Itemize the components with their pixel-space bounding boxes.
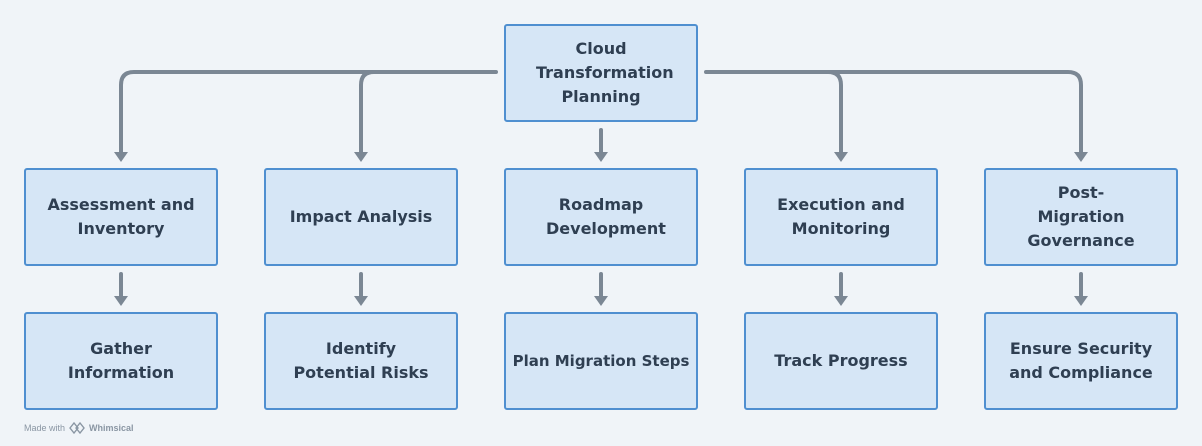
child-node-label: Identify Potential Risks	[293, 339, 429, 382]
branch-node-assessment[interactable]: Assessment and Inventory	[24, 168, 218, 266]
whimsical-logo-icon	[69, 422, 85, 434]
child-node-governance[interactable]: Ensure Security and Compliance	[984, 312, 1178, 410]
arrowhead-roadmap-child	[594, 296, 608, 306]
child-node-execution[interactable]: Track Progress	[744, 312, 938, 410]
child-node-assessment[interactable]: Gather Information	[24, 312, 218, 410]
branch-node-execution[interactable]: Execution and Monitoring	[744, 168, 938, 266]
connector-root-impact	[359, 70, 376, 156]
child-node-roadmap[interactable]: Plan Migration Steps	[504, 312, 698, 410]
branch-node-governance[interactable]: Post-Migration Governance	[984, 168, 1178, 266]
arrowhead-governance-child	[1074, 296, 1088, 306]
child-node-impact[interactable]: Identify Potential Risks	[264, 312, 458, 410]
arrowhead-impact	[354, 152, 368, 162]
child-node-label: Track Progress	[774, 351, 908, 370]
branch-node-roadmap[interactable]: Roadmap Development	[504, 168, 698, 266]
connector-root-execution	[704, 70, 843, 156]
arrowhead-impact-child	[354, 296, 368, 306]
branch-node-label: Execution and Monitoring	[777, 195, 905, 238]
connector-root-assessment	[119, 70, 498, 156]
child-node-label: Ensure Security and Compliance	[1009, 339, 1153, 382]
arrowhead-assessment	[114, 152, 128, 162]
arrowhead-execution-child	[834, 296, 848, 306]
arrowhead-roadmap	[594, 152, 608, 162]
arrowhead-governance	[1074, 152, 1088, 162]
made-with-footer[interactable]: Made with Whimsical	[24, 420, 134, 436]
branch-node-label: Impact Analysis	[289, 207, 433, 226]
root-node[interactable]: Cloud Transformation Planning	[504, 24, 698, 122]
made-with-label: Made with	[24, 423, 66, 433]
branch-node-impact[interactable]: Impact Analysis	[264, 168, 458, 266]
brand-name: Whimsical	[89, 423, 134, 433]
root-node-label: Cloud Transformation Planning	[536, 39, 674, 106]
connector-root-governance	[826, 70, 1083, 156]
child-node-label: Gather Information	[67, 339, 175, 382]
arrowhead-assessment-child	[114, 296, 128, 306]
arrowhead-execution	[834, 152, 848, 162]
branch-node-label: Post-Migration Governance	[1027, 183, 1135, 250]
branch-node-label: Roadmap Development	[546, 195, 666, 238]
child-node-label: Plan Migration Steps	[512, 352, 690, 370]
branch-node-label: Assessment and Inventory	[47, 195, 195, 238]
